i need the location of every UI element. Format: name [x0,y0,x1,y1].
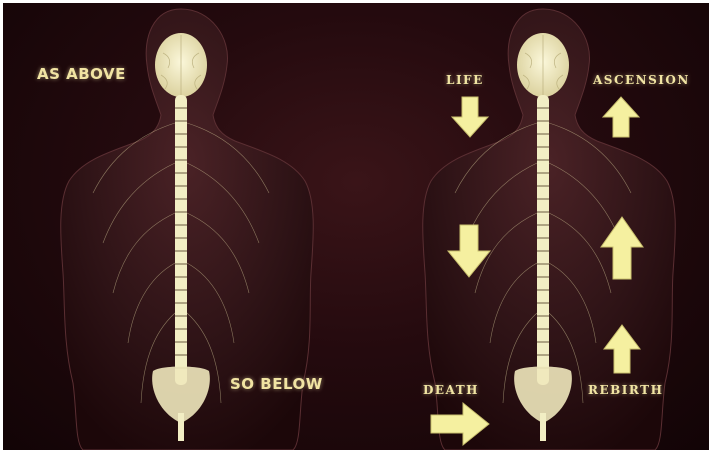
life-label: LIFE [446,73,484,87]
image-frame: AS ABOVE SO BELOW LIFE ASCENSION DEATH R… [3,3,709,450]
as-above-label: AS ABOVE [37,65,126,83]
death-label: DEATH [423,383,479,397]
so-below-label: SO BELOW [230,375,323,393]
rebirth-label: REBIRTH [588,383,663,397]
arrow-down-icon [452,97,488,137]
arrow-up-icon [603,97,639,137]
ascension-label: ASCENSION [593,73,690,87]
